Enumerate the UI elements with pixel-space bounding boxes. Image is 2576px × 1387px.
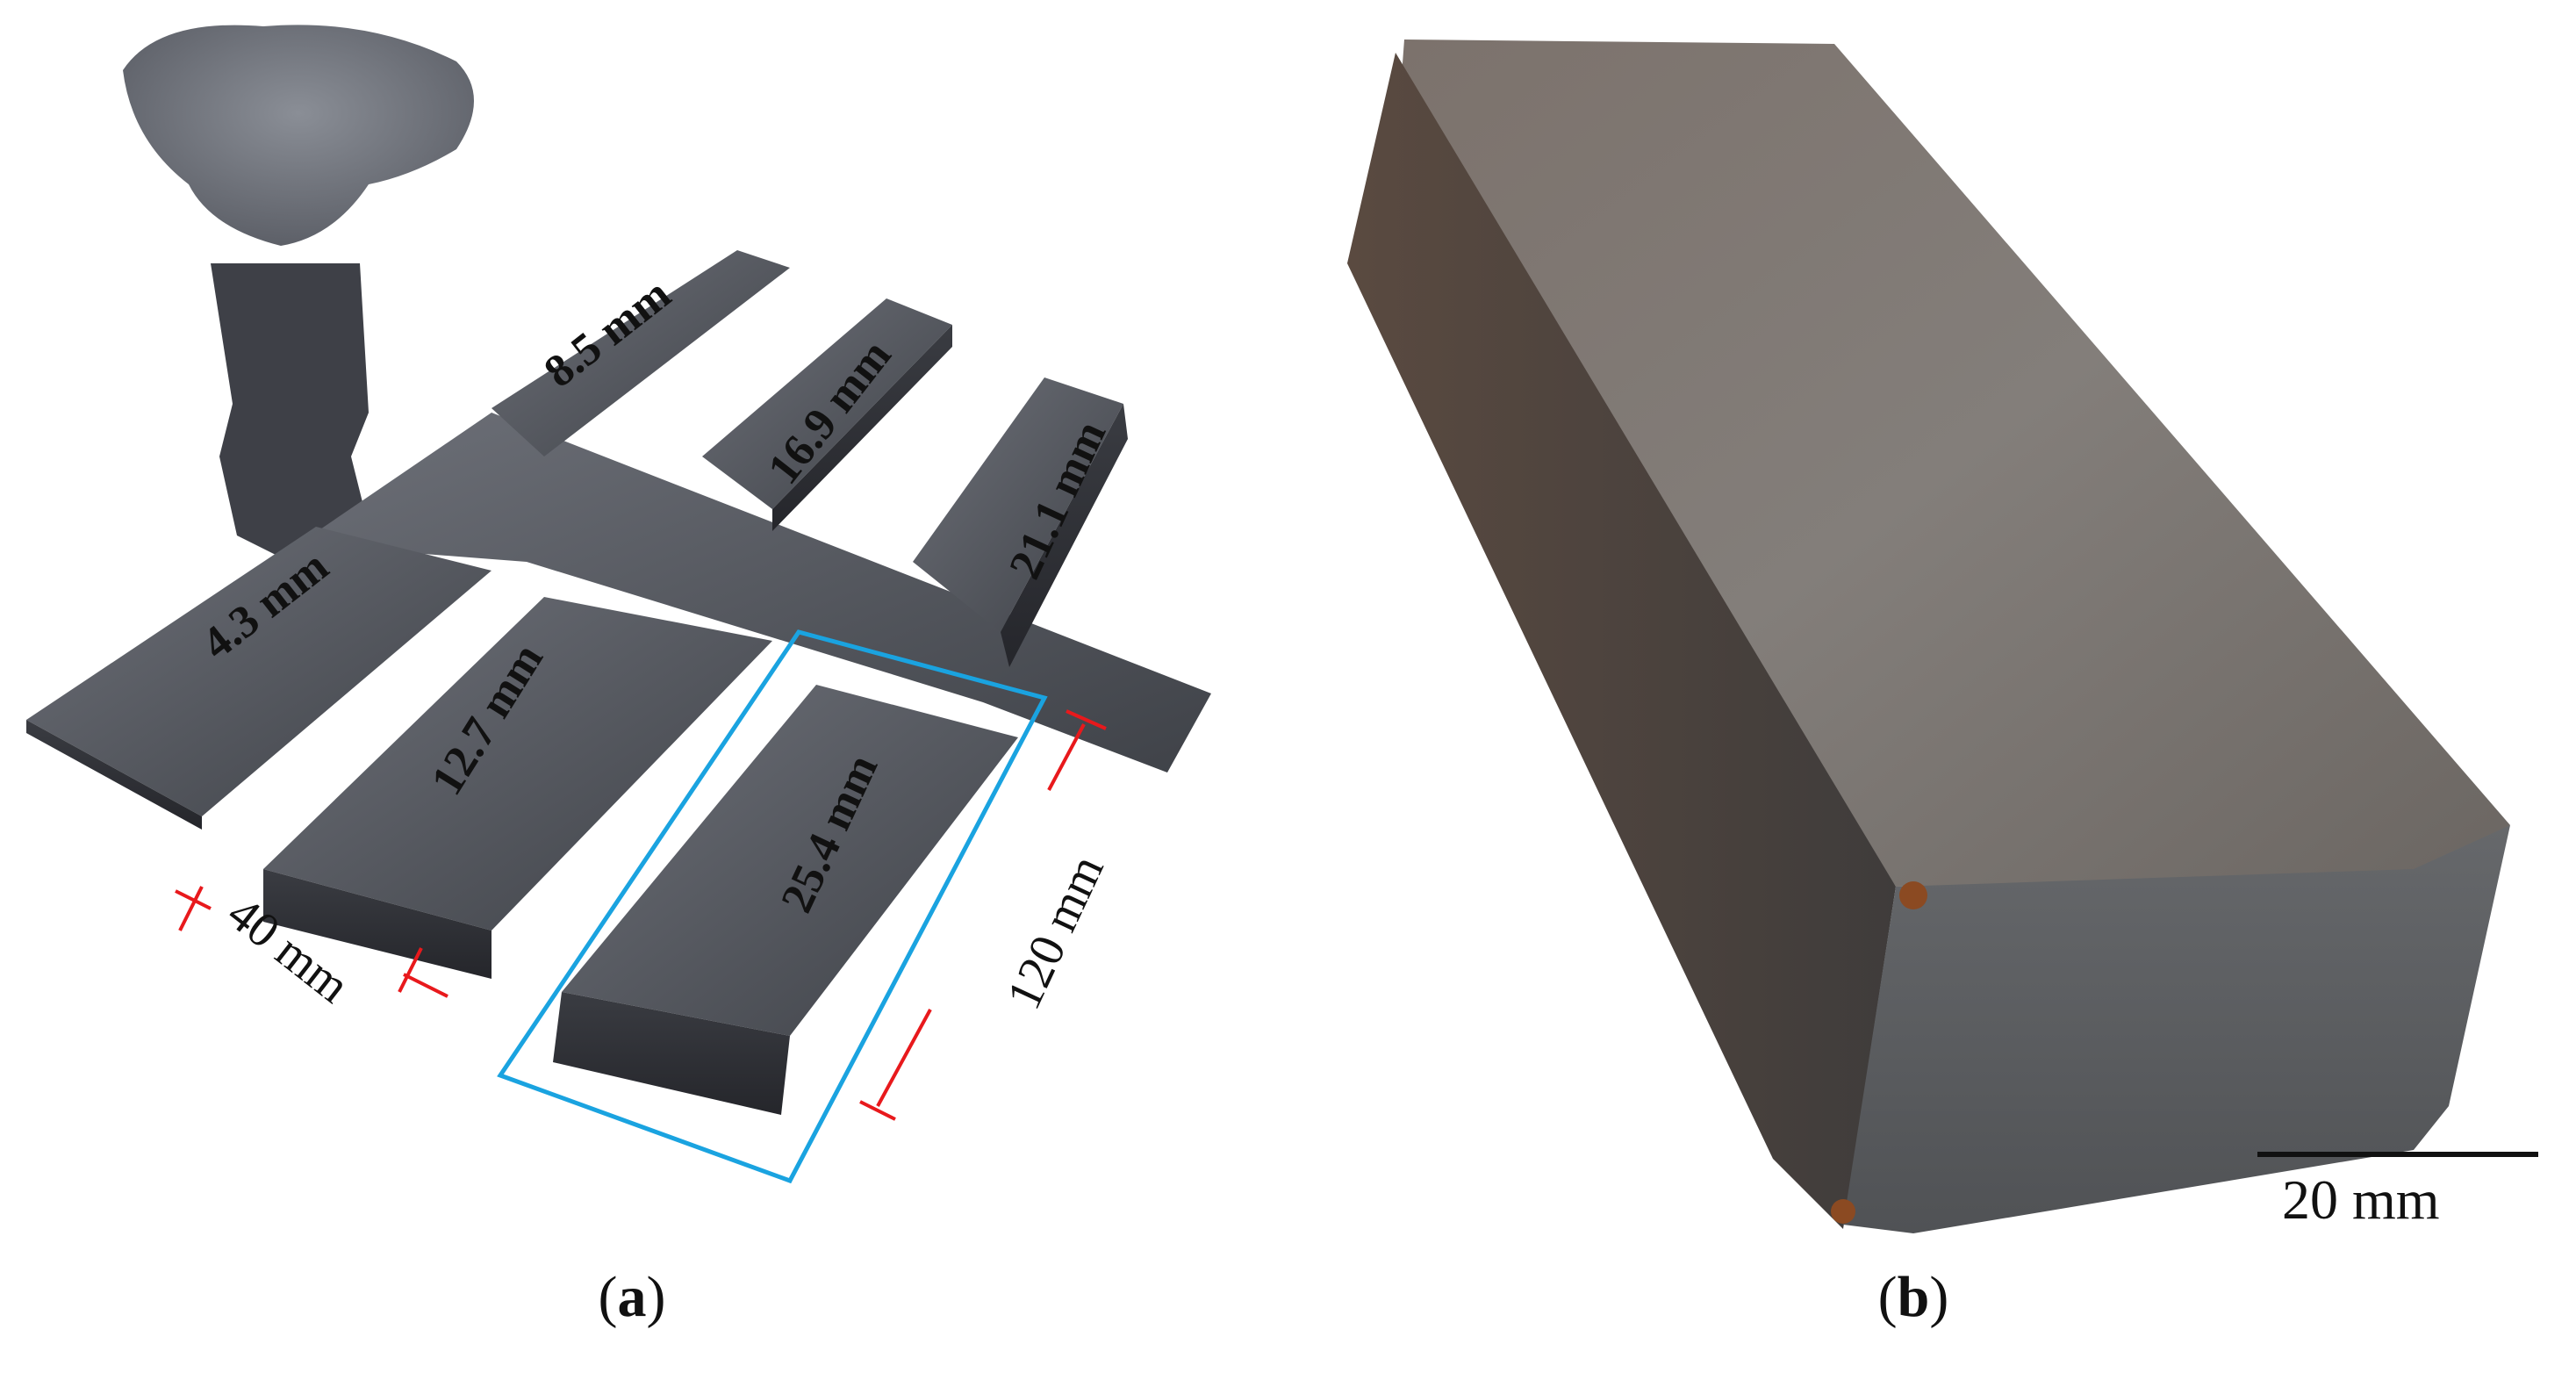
caption-b: (b): [1877, 1265, 1949, 1329]
highlight-box: [497, 629, 1048, 1184]
width-dimension-arrows: [175, 709, 1107, 1121]
scale-bar-label: 20 mm: [2282, 1168, 2440, 1231]
caption-a: (a): [598, 1265, 666, 1329]
panel-a: 4.3 mm 8.5 mm 12.7 mm 16.9 mm 21.1 mm 25…: [0, 0, 1281, 1387]
bar-specimen-photo: [1347, 40, 2538, 1233]
panel-b: 20 mm (b): [1281, 0, 2576, 1387]
step-plate-casting-photo: [26, 25, 1211, 1184]
